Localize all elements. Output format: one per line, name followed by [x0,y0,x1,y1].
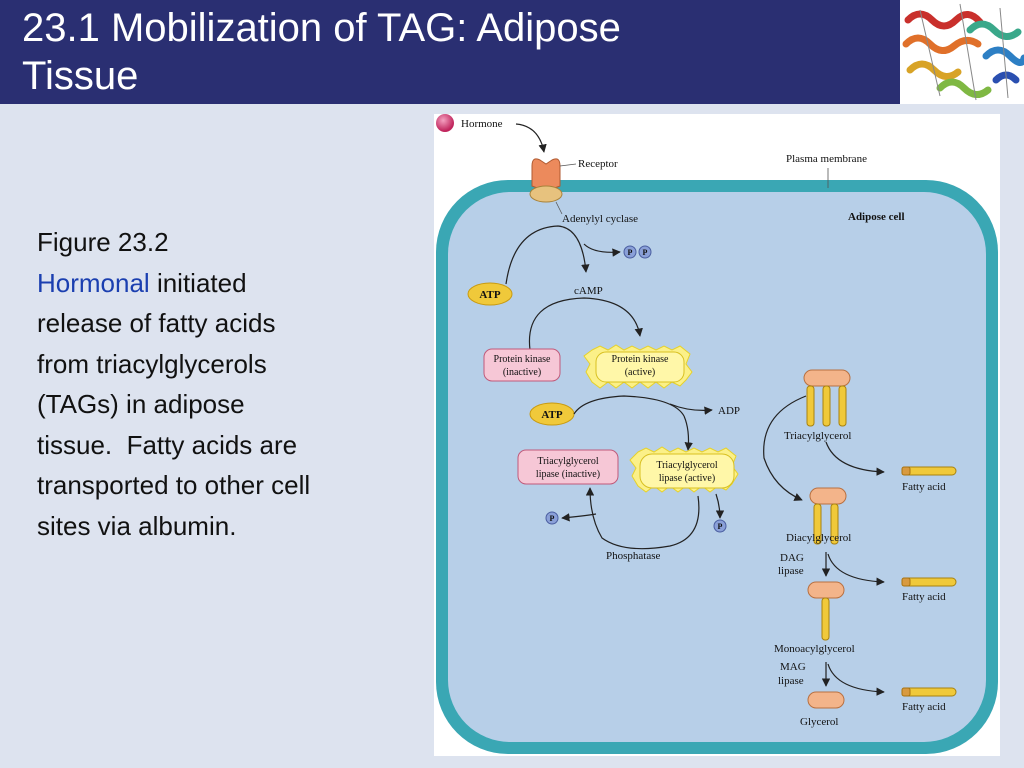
fatty-acid-label-3: Fatty acid [902,701,946,713]
caption-highlight-hormonal: Hormonal [37,267,150,298]
tag-lipase-active-label-2: lipase (active) [659,473,715,484]
plasma-membrane-label: Plasma membrane [786,153,867,165]
caption-line-4: (TAGs) in adipose [37,389,245,419]
mag-lipase-label-2: lipase [778,675,804,687]
protein-kinase-inactive-box [483,348,561,382]
protein-kinase-active-label-1: Protein kinase [612,354,669,365]
p-label-left: P [550,514,555,523]
receptor-label: Receptor [578,158,618,170]
triacylglycerol-label: Triacylglycerol [784,430,851,442]
protein-kinase-inactive-label-1: Protein kinase [494,354,551,365]
caption-line-7: sites via albumin. [37,510,237,541]
caption-line-1-rest: initiated [149,267,247,298]
caption-figure-number: Figure 23.2 [37,227,169,257]
caption-line-3: from triacylglycerols [37,348,267,379]
tag-lipase-inactive-label-1: Triacylglycerol [537,456,599,467]
mag-lipase-label-1: MAG [780,661,806,673]
figure-caption: Figure 23.2 Hormonal initiated release o… [37,222,407,546]
fatty-acid-3 [901,687,957,697]
tag-lipase-inactive-label-2: lipase (inactive) [536,469,600,480]
title-bar: 23.1 Mobilization of TAG: Adipose Tissue [0,0,1024,104]
protein-kinase-inactive-label-2: (inactive) [503,367,541,378]
dag-lipase-label-2: lipase [778,565,804,577]
fatty-acid-label-2: Fatty acid [902,591,946,603]
tag-lipase-inactive-box [517,449,619,485]
caption-line-5: tissue. Fatty acids are [37,429,298,460]
adipose-cell-label: Adipose cell [848,211,905,223]
glycerol-molecule [807,691,845,709]
protein-kinase-active-label-2: (active) [625,367,656,378]
adenylyl-cyclase-icon [529,185,563,203]
adipose-cell-diagram: Hormone Receptor Adenylyl cyclase Plasma… [434,114,1000,756]
atp-badge-1 [467,282,513,306]
caption-line-6: transported to other cell [37,470,311,500]
fatty-acid-1 [901,466,957,476]
fatty-acid-2 [901,577,957,587]
monoacylglycerol-molecule [807,581,845,641]
atp-label-2: ATP [541,409,562,421]
fatty-acid-label-1: Fatty acid [902,481,946,493]
dag-lipase-label-1: DAG [780,552,804,564]
caption-line-2: release of fatty acids [37,308,276,338]
slide-title: 23.1 Mobilization of TAG: Adipose Tissue [22,6,621,98]
pp-icon-1 [623,245,637,259]
glycerol-label: Glycerol [800,716,838,728]
atp-label-1: ATP [479,289,500,301]
pp-label-2: P [643,248,648,257]
caption-line-1: Hormonal initiated [37,263,407,304]
phosphatase-label: Phosphatase [606,550,661,562]
pp-icon-2 [638,245,652,259]
receptor-icon [531,158,561,190]
triacylglycerol-molecule [803,369,851,427]
diacylglycerol-label: Diacylglycerol [786,532,851,544]
p-icon-left [545,511,559,525]
p-label-right: P [718,522,723,531]
adp-label: ADP [718,405,740,417]
hormone-icon [436,114,454,132]
tag-lipase-active-label-1: Triacylglycerol [656,460,718,471]
hormone-label: Hormone [461,118,503,130]
adenylyl-cyclase-label: Adenylyl cyclase [562,213,638,225]
diacylglycerol-molecule [809,487,847,545]
monoacylglycerol-label: Monoacylglycerol [774,643,855,655]
pp-label-1: P [628,248,633,257]
p-icon-right [713,519,727,533]
protein-structure-image [900,0,1024,104]
camp-label: cAMP [574,285,603,297]
